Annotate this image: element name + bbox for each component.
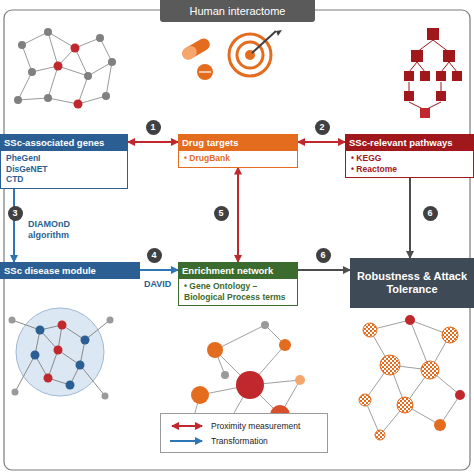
- node-heading: Drug targets: [178, 134, 298, 151]
- step-number: 4: [147, 248, 162, 263]
- node-heading: Enrichment network: [178, 262, 298, 279]
- list-item: CTD: [6, 174, 122, 185]
- node-heading: SSc-associated genes: [0, 134, 128, 151]
- gene-network-nodes: [14, 28, 116, 109]
- node-heading: SSc-relevant pathways: [345, 134, 474, 151]
- list-item: • KEGG: [351, 153, 468, 164]
- connector: [13, 189, 15, 263]
- legend-line: [170, 440, 202, 442]
- connector: [298, 269, 350, 271]
- legend-row: Proximity measurement: [169, 418, 319, 433]
- connector: [140, 269, 178, 271]
- step-number: 3: [8, 206, 23, 221]
- pathway-icon: [404, 28, 462, 118]
- drug-icon: [180, 36, 213, 80]
- connector: [298, 141, 345, 143]
- legend-text: Transformation: [211, 436, 268, 446]
- annotation-label: DIAMOnD algorithm: [28, 219, 100, 241]
- step-number: 5: [214, 206, 229, 221]
- source-box: SSc-relevant pathways• KEGG• Reactome: [345, 134, 474, 178]
- source-box: SSc-associated genesPheGenIDisGeNETCTD: [0, 134, 128, 189]
- legend-box: Proximity measurementTransformation: [160, 413, 328, 453]
- source-box: Drug targets • DrugBank: [178, 134, 298, 168]
- node-body: • Gene Ontology – Biological Process ter…: [178, 279, 298, 306]
- connector: [409, 178, 411, 258]
- step-number: 1: [146, 120, 161, 135]
- process-box: SSc disease module: [0, 262, 140, 279]
- list-item: DisGeNET: [6, 164, 122, 175]
- step-number: 2: [315, 120, 330, 135]
- robustness-network-icon: [359, 315, 465, 440]
- connector: [237, 168, 239, 263]
- title-tab: Human interactome: [160, 0, 315, 22]
- gene-network-icon: [18, 32, 112, 104]
- outer-frame: [4, 10, 470, 470]
- legend-line: [172, 425, 202, 427]
- annotation-label: DAVID: [144, 279, 184, 290]
- legend-sample: [169, 421, 205, 431]
- node-heading: SSc disease module: [0, 262, 140, 279]
- legend-row: Transformation: [169, 433, 319, 448]
- target-icon: [229, 30, 282, 76]
- step-number: 6: [316, 248, 331, 263]
- legend-sample: [169, 436, 205, 446]
- list-item: • Reactome: [351, 164, 468, 175]
- process-box: Enrichment network • Gene Ontology – Biol…: [178, 262, 298, 306]
- result-box: Robustness & Attack Tolerance: [350, 258, 474, 308]
- step-number: 6: [423, 206, 438, 221]
- list-item: PheGenI: [6, 153, 122, 164]
- node-heading: Robustness & Attack Tolerance: [350, 267, 474, 299]
- disease-module-icon: [9, 308, 114, 400]
- node-body: PheGenIDisGeNETCTD: [0, 151, 128, 189]
- connector: [128, 141, 178, 143]
- legend-text: Proximity measurement: [211, 421, 300, 431]
- node-body: • KEGG• Reactome: [345, 151, 474, 178]
- node-body: • DrugBank: [178, 151, 298, 168]
- list-item: • DrugBank: [184, 153, 292, 164]
- list-item: • Gene Ontology – Biological Process ter…: [184, 281, 292, 302]
